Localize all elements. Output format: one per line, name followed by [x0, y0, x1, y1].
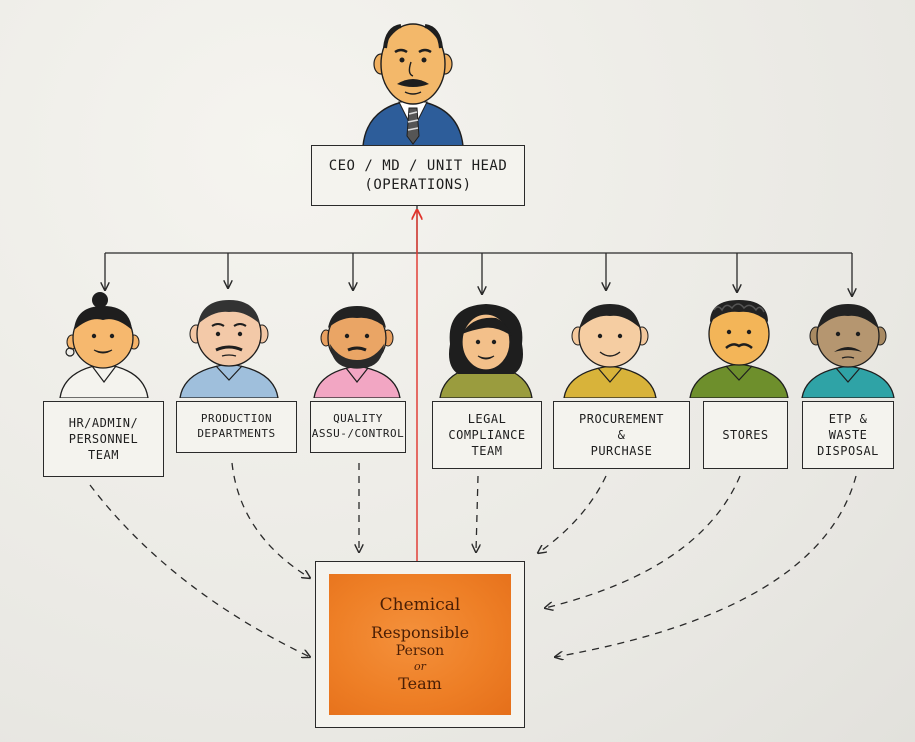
dash-from-etp	[555, 475, 857, 657]
dashed-inputs	[89, 462, 857, 657]
crp-line-5: Team	[398, 673, 442, 693]
smiling-man-icon	[563, 304, 657, 398]
hr-admin-box: HR/ADMIN/ PERSONNEL TEAM	[43, 401, 164, 477]
ceo-box: CEO / MD / UNIT HEAD (OPERATIONS)	[311, 145, 525, 206]
ceo-title: CEO / MD / UNIT HEAD	[328, 157, 508, 174]
legal-line-3: TEAM	[471, 444, 503, 459]
production-line-1: PRODUCTION	[200, 412, 273, 426]
etp-line-1: ETP &	[828, 411, 868, 426]
stores-line-1: STORES	[722, 427, 769, 442]
crp-line-3: Person	[395, 642, 445, 659]
quality-line-2: ASSU-/CONTROL	[311, 427, 405, 440]
ceo-subtitle: (OPERATIONS)	[364, 176, 472, 193]
legal-line-1: LEGAL	[467, 411, 507, 426]
woman-long-hair-icon	[439, 304, 533, 398]
legal-compliance-box: LEGAL COMPLIANCE TEAM	[432, 401, 542, 469]
production-box: PRODUCTION DEPARTMENTS	[176, 401, 297, 453]
procurement-line-1: PROCUREMENT	[579, 411, 664, 426]
mustache-man-icon	[801, 304, 895, 398]
legal-line-2: COMPLIANCE	[448, 427, 526, 442]
quality-box: QUALITY ASSU-/CONTROL	[310, 401, 406, 453]
curly-hair-man-icon	[689, 300, 789, 398]
crp-line-1: Chemical	[379, 595, 461, 616]
chemical-responsible-fill: Chemical Responsible Person or Team	[329, 574, 511, 715]
distribution-lines	[105, 206, 852, 296]
dash-from-legal	[476, 475, 478, 552]
woman-with-bun-icon	[59, 292, 149, 398]
worried-man-icon	[179, 300, 279, 398]
procurement-box: PROCUREMENT & PURCHASE	[553, 401, 690, 469]
dash-from-stores	[545, 475, 741, 608]
hr-line-1: HR/ADMIN/	[68, 415, 139, 430]
crp-line-4: or	[414, 660, 426, 673]
stores-box: STORES	[703, 401, 788, 469]
dash-from-production	[231, 462, 310, 578]
chemical-responsible-box: Chemical Responsible Person or Team	[315, 561, 525, 728]
hr-line-2: PERSONNEL	[68, 431, 139, 446]
dash-from-procurement	[538, 475, 607, 553]
bearded-man-icon	[313, 306, 401, 398]
procurement-line-2: &	[617, 427, 626, 442]
dash-from-hr	[89, 484, 310, 657]
procurement-line-3: PURCHASE	[590, 444, 653, 459]
etp-waste-box: ETP & WASTE DISPOSAL	[802, 401, 894, 469]
quality-line-1: QUALITY	[333, 412, 383, 426]
hr-line-3: TEAM	[88, 448, 119, 463]
etp-line-2: WASTE	[828, 427, 868, 442]
ceo-figure-icon	[362, 23, 464, 146]
etp-line-3: DISPOSAL	[817, 444, 879, 459]
crp-line-2: Responsible	[370, 622, 470, 642]
production-line-2: DEPARTMENTS	[197, 427, 276, 440]
